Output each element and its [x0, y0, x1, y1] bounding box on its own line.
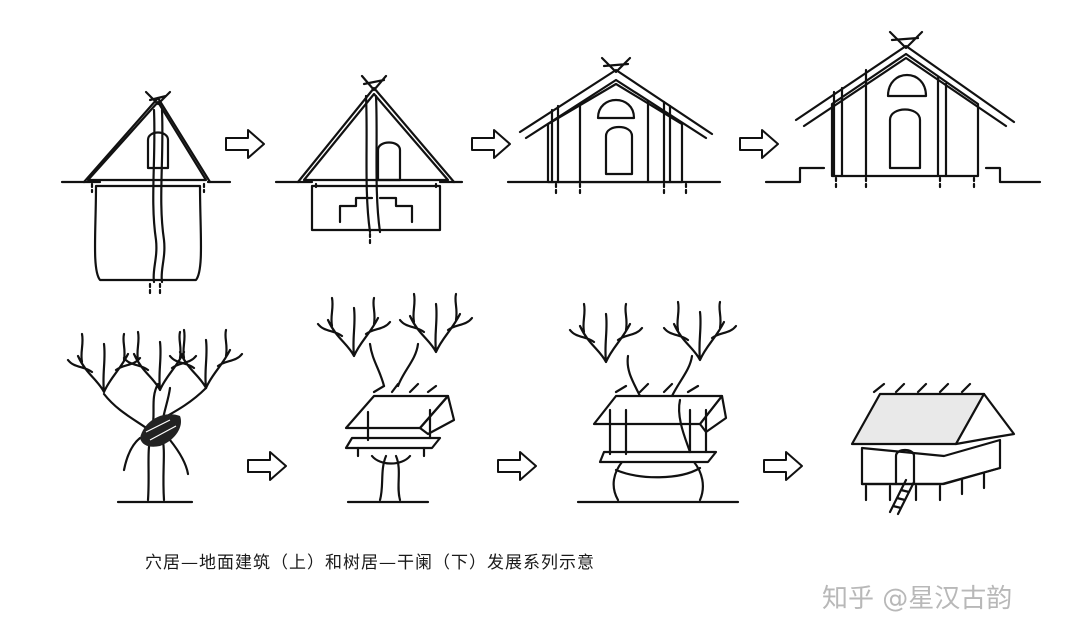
- pit-dwelling: [62, 92, 230, 296]
- stilt-house: [852, 384, 1014, 514]
- arrow-right-icon: [740, 130, 778, 158]
- arrow-right-icon: [472, 130, 510, 158]
- nest-in-tree: [68, 330, 242, 502]
- arrow-right-icon: [226, 130, 264, 158]
- arrow-right-icon: [498, 452, 536, 480]
- semi-pit-dwelling: [276, 76, 462, 246]
- arrow-right-icon: [764, 452, 802, 480]
- watermark: 知乎 @星汉古韵: [822, 578, 1012, 615]
- double-platform-in-tree: [570, 302, 738, 502]
- figure-caption: 穴居—地面建筑（上）和树居—干阑（下）发展系列示意: [145, 548, 595, 573]
- arrow-right-icon: [248, 452, 286, 480]
- ground-building: [766, 32, 1040, 190]
- platform-in-tree: [318, 294, 472, 502]
- shallow-dwelling: [508, 58, 720, 196]
